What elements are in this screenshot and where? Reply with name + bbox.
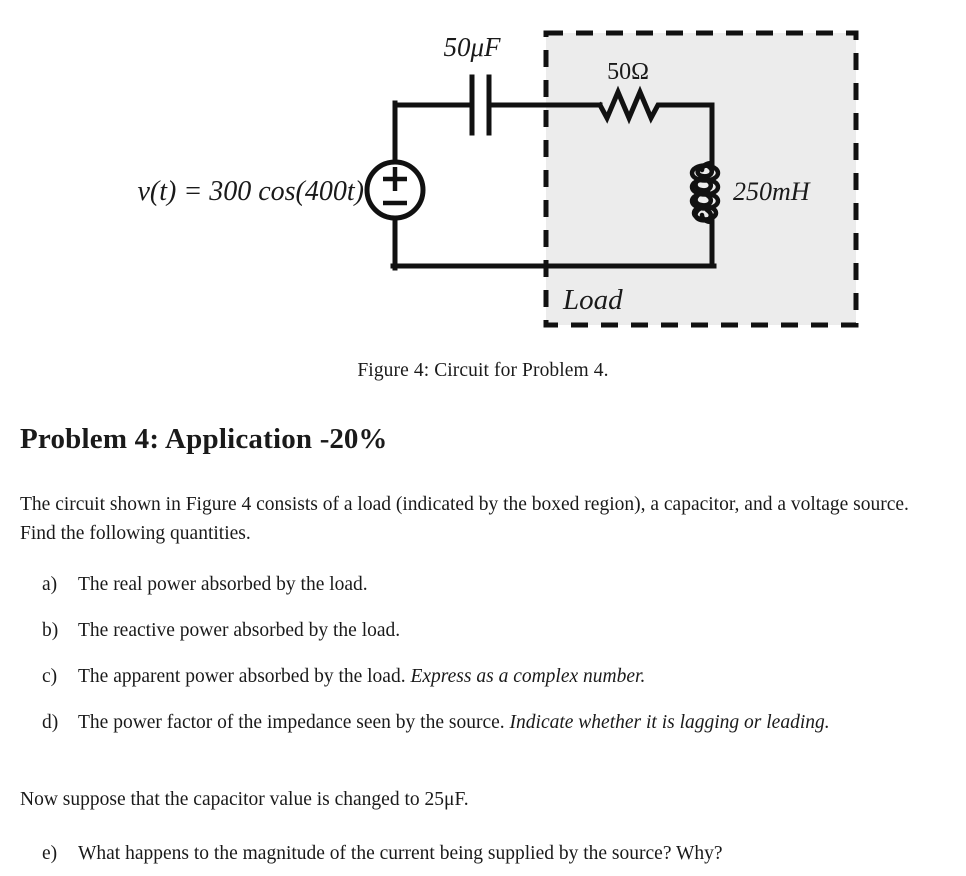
figure-circuit: 50μF 50Ω 250mH v(t) = 300 cos(400t) Load bbox=[0, 0, 966, 345]
list-item-emphasis: Express as a complex number. bbox=[410, 666, 646, 687]
page-title-main: Problem 4: Application bbox=[20, 423, 313, 455]
list-item-emphasis: Indicate whether it is lagging or leadin… bbox=[509, 712, 830, 733]
list-item: e) What happens to the magnitude of the c… bbox=[0, 840, 966, 868]
list-item-text: The real power absorbed by the load. bbox=[78, 574, 368, 595]
list-item: c) The apparent power absorbed by the loa… bbox=[0, 663, 966, 691]
list-item-text: The power factor of the impedance seen b… bbox=[78, 712, 505, 733]
list-item-text: The reactive power absorbed by the load. bbox=[78, 620, 401, 641]
page-title: Problem 4: Application -20% bbox=[20, 423, 387, 456]
circuit-diagram-svg: 50μF 50Ω 250mH v(t) = 300 cos(400t) Load bbox=[137, 30, 859, 328]
load-label: Load bbox=[562, 284, 623, 316]
figure-caption: Figure 4: Circuit for Problem 4. bbox=[357, 360, 609, 381]
followup-paragraph: Now suppose that the capacitor value is … bbox=[20, 789, 469, 810]
list-item-text: What happens to the magnitude of the cur… bbox=[78, 843, 723, 864]
list-item: b) The reactive power absorbed by the loa… bbox=[0, 617, 966, 645]
source-expression-label: v(t) = 300 cos(400t) bbox=[137, 176, 364, 207]
last-question-container: e) What happens to the magnitude of the c… bbox=[0, 840, 966, 868]
page-title-dash: - bbox=[319, 423, 330, 455]
inductor-symbol bbox=[689, 160, 721, 225]
page-title-separator bbox=[312, 423, 319, 455]
inductor-label: 250mH bbox=[733, 177, 811, 206]
list-item: d) The power factor of the impedance seen… bbox=[0, 709, 966, 737]
question-list: a) The real power absorbed by the load. b… bbox=[0, 571, 966, 755]
intro-paragraph: The circuit shown in Figure 4 consists o… bbox=[20, 494, 909, 544]
list-item-marker: e) bbox=[42, 843, 58, 864]
page-title-percent: 20% bbox=[329, 423, 388, 455]
list-item-marker: a) bbox=[42, 574, 58, 595]
resistor-label: 50Ω bbox=[607, 59, 649, 85]
list-item: a) The real power absorbed by the load. bbox=[0, 571, 966, 599]
capacitor-label: 50μF bbox=[443, 32, 501, 62]
list-item-text: The apparent power absorbed by the load. bbox=[78, 666, 406, 687]
source-polarity-plus-icon bbox=[383, 167, 407, 191]
resistor-symbol bbox=[596, 85, 715, 125]
list-item-marker: b) bbox=[42, 620, 59, 641]
list-item-marker: d) bbox=[42, 712, 59, 733]
list-item-marker: c) bbox=[42, 666, 58, 687]
